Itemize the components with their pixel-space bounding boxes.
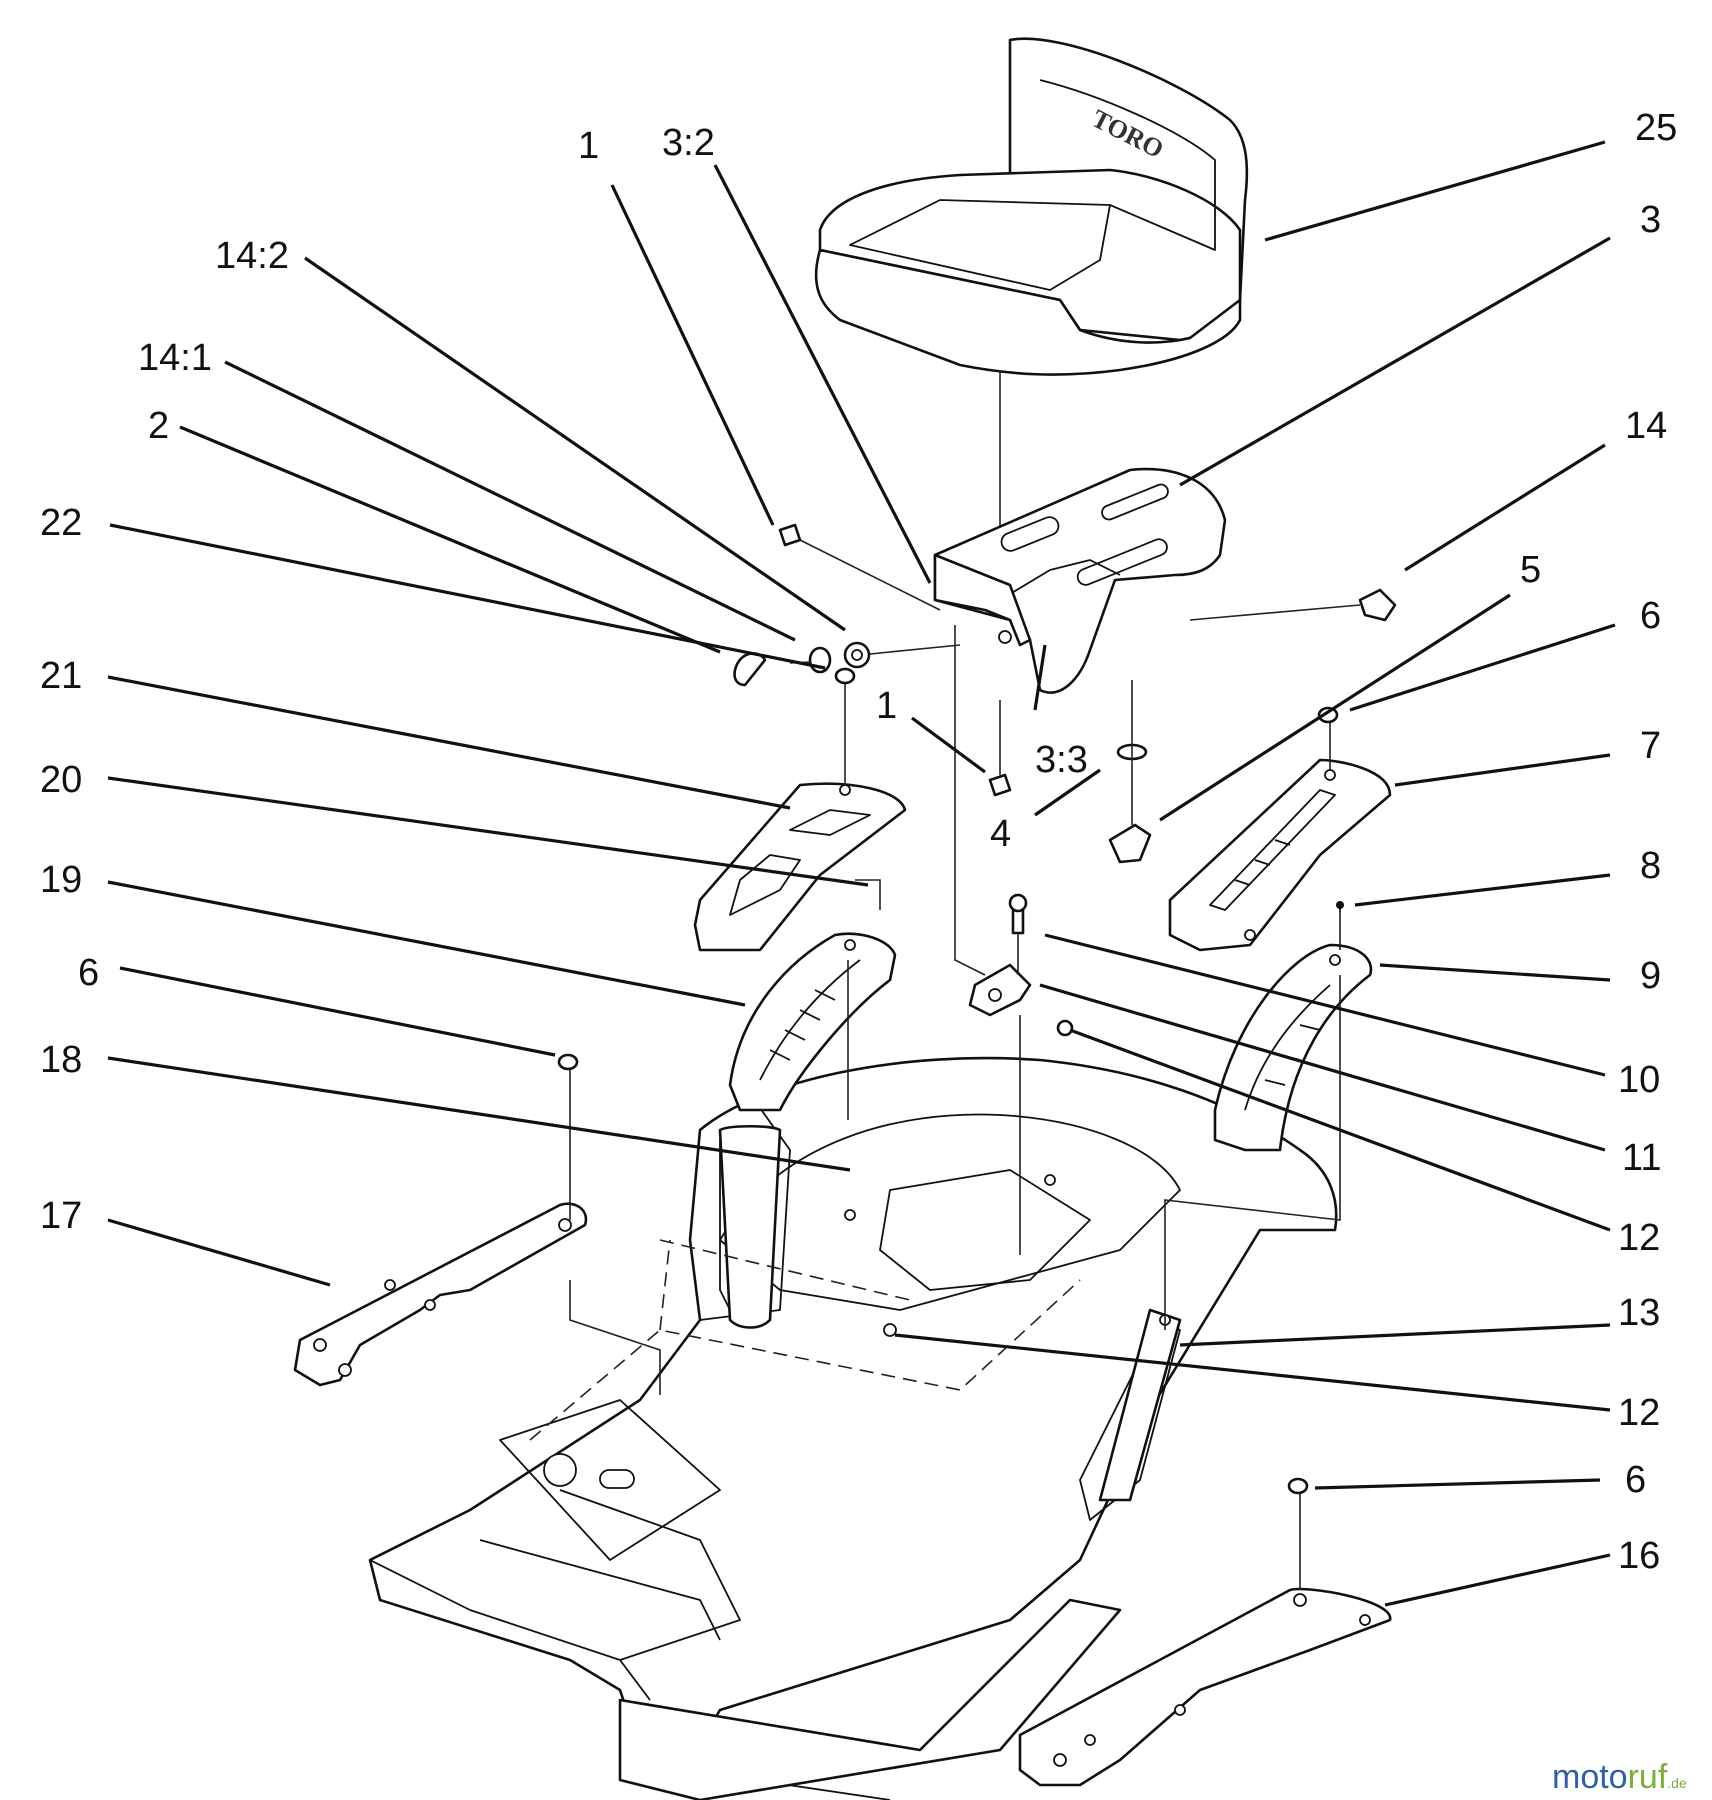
callout-18: 18 <box>40 1039 82 1081</box>
callout-6-top: 6 <box>1640 595 1661 637</box>
callout-3-3: 3:3 <box>1035 739 1088 781</box>
axis-bracket <box>954 625 986 976</box>
callout-14-1: 14:1 <box>138 337 212 379</box>
callout-19: 19 <box>40 859 82 901</box>
axis-9-frame <box>1164 975 1341 1330</box>
axis-17-frame <box>569 1280 661 1395</box>
callout-8: 8 <box>1640 845 1661 887</box>
callout-11: 11 <box>1622 1137 1661 1179</box>
callout-4: 4 <box>990 813 1011 855</box>
callout-14-2: 14:2 <box>215 235 289 277</box>
seat-pan <box>933 467 1227 694</box>
callout-17: 17 <box>40 1195 82 1237</box>
callout-12-upper: 12 <box>1618 1217 1660 1259</box>
right-fender-plate-9 <box>1213 943 1373 1152</box>
axis-20 <box>855 879 881 910</box>
svg-text:motoruf.de: motoruf.de <box>1552 1758 1687 1796</box>
left-fender-plate-19 <box>728 932 897 1112</box>
hardware-small-parts <box>557 523 1397 1495</box>
callout-9: 9 <box>1640 955 1661 997</box>
callout-2: 2 <box>148 405 169 447</box>
callout-20: 20 <box>40 759 82 801</box>
callout-14: 14 <box>1625 405 1667 447</box>
callout-3: 3 <box>1640 199 1661 241</box>
callout-6-left: 6 <box>78 952 99 994</box>
callout-16: 16 <box>1618 1535 1660 1577</box>
callout-3-2: 3:2 <box>662 122 715 164</box>
callout-7: 7 <box>1640 725 1661 767</box>
seat: TORO <box>814 37 1249 376</box>
left-footrest-plate <box>293 1202 588 1387</box>
motoruf-watermark: motoruf.de <box>1552 1758 1687 1796</box>
callout-6-lower-right: 6 <box>1625 1459 1646 1501</box>
callout-22: 22 <box>40 502 82 544</box>
fender-frame <box>368 1056 1338 1800</box>
callout-5: 5 <box>1520 549 1541 591</box>
callout-25: 25 <box>1635 107 1677 149</box>
callout-10: 10 <box>1618 1059 1660 1101</box>
callout-13: 13 <box>1618 1292 1660 1334</box>
callout-1-lower: 1 <box>876 685 897 727</box>
frame-dashed-lines <box>529 1239 1081 1441</box>
callout-12-lower: 12 <box>1618 1392 1660 1434</box>
callout-21: 21 <box>40 655 82 697</box>
right-fender-plate-7 <box>1168 758 1392 952</box>
seat-bracket <box>968 893 1032 1017</box>
callout-1-top: 1 <box>578 125 599 167</box>
callout-labels: 25 3 14 5 6 7 8 9 10 11 12 13 12 6 16 1 … <box>40 107 1677 1577</box>
left-fender-plate-21 <box>693 782 907 952</box>
leader-lines <box>107 140 1616 1607</box>
